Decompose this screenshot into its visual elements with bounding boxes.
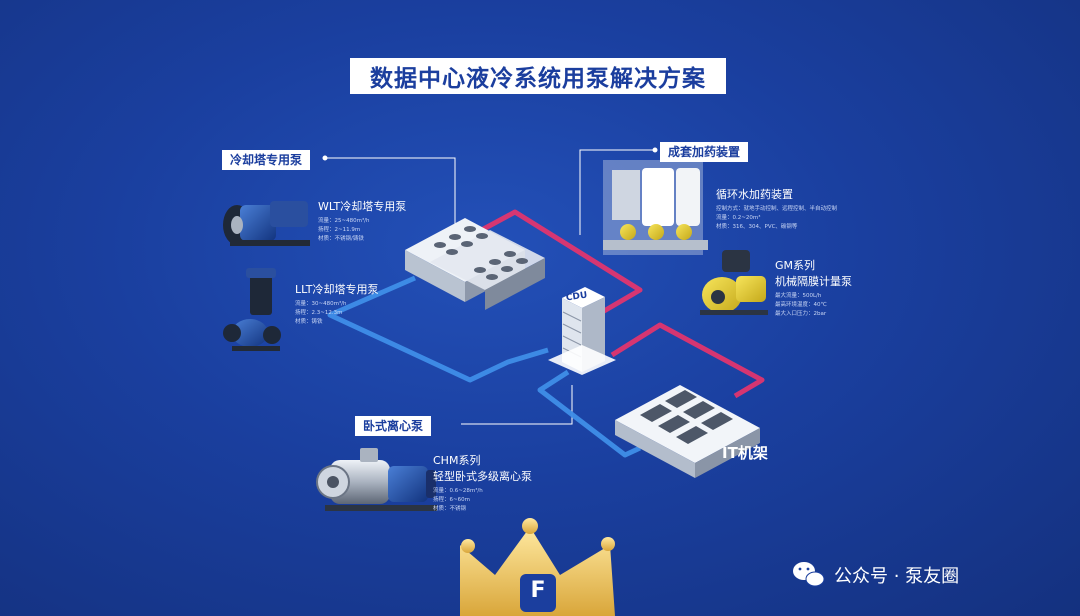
gm-pump-illustration	[700, 250, 768, 315]
wlt-info: WLT冷却塔专用泵 流量：25~480m³/h 扬程：2~11.9m 材质：不锈…	[318, 198, 406, 244]
wlt-name: WLT冷却塔专用泵	[318, 200, 407, 213]
chm-pump-illustration	[316, 448, 437, 511]
wlt-spec: 流量：25~480m³/h	[318, 218, 370, 224]
chm-spec: 流量：0.6~28m³/h	[433, 488, 483, 494]
llt-spec: 扬程：2.3~12.3m	[295, 310, 343, 316]
llt-name: LLT冷却塔专用泵	[295, 283, 379, 296]
chm-name: CHM系列	[433, 454, 481, 467]
chm-subname: 轻型卧式多级离心泵	[433, 470, 532, 483]
llt-spec: 流量：30~480m³/h	[295, 301, 347, 307]
connector-lines	[322, 147, 658, 425]
gm-spec: 最高环境温度：40℃	[775, 302, 827, 308]
cooling-tower-illustration	[405, 218, 545, 310]
crown-logo	[460, 518, 615, 616]
hot-pipe	[476, 209, 765, 399]
wechat-icon	[793, 562, 825, 587]
section-tag-cooling-tower: 冷却塔专用泵	[222, 150, 311, 170]
chm-spec: 扬程：6~60m	[433, 497, 470, 503]
dosing-unit-illustration	[603, 160, 708, 255]
llt-spec: 材质：铸铁	[295, 319, 323, 325]
dosing-name: 循环水加药装置	[716, 188, 793, 201]
gm-subname: 机械隔膜计量泵	[775, 275, 852, 288]
cold-pipe	[327, 275, 642, 458]
chm-spec: 材质：不锈钢	[433, 506, 467, 512]
watermark-text: 公众号 · 泵友圈	[834, 566, 960, 587]
logo-letter: F	[530, 578, 546, 603]
page-title: 数据中心液冷系统用泵解决方案	[350, 58, 726, 94]
dosing-spec: 流量：0.2~20m³	[716, 215, 761, 221]
it-rack-label: IT机架	[722, 444, 768, 462]
gm-name: GM系列	[775, 259, 816, 272]
wlt-pump-illustration	[223, 201, 310, 246]
cdu-illustration	[548, 287, 616, 375]
chm-info: CHM系列 轻型卧式多级离心泵 流量：0.6~28m³/h 扬程：6~60m 材…	[433, 452, 532, 514]
wlt-spec: 材质：不锈钢/铸铁	[318, 236, 364, 242]
wlt-spec: 扬程：2~11.9m	[318, 227, 361, 233]
gm-info: GM系列 机械隔膜计量泵 最大流量：500L/h 最高环境温度：40℃ 最大入口…	[775, 257, 852, 319]
dosing-info: 循环水加药装置 控制方式：就地手动控制、远程控制、半自动控制 流量：0.2~20…	[716, 186, 837, 232]
it-rack-illustration	[615, 385, 760, 478]
section-tag-horizontal: 卧式离心泵	[355, 416, 432, 436]
dosing-spec: 控制方式：就地手动控制、远程控制、半自动控制	[716, 206, 838, 212]
llt-pump-illustration	[223, 268, 281, 351]
section-tag-dosing: 成套加药装置	[660, 142, 749, 162]
gm-spec: 最大入口压力：2bar	[775, 311, 827, 317]
dosing-spec: 材质：316、304、PVC、碳钢等	[716, 224, 798, 230]
gm-spec: 最大流量：500L/h	[775, 293, 822, 299]
llt-info: LLT冷却塔专用泵 流量：30~480m³/h 扬程：2.3~12.3m 材质：…	[295, 281, 378, 327]
